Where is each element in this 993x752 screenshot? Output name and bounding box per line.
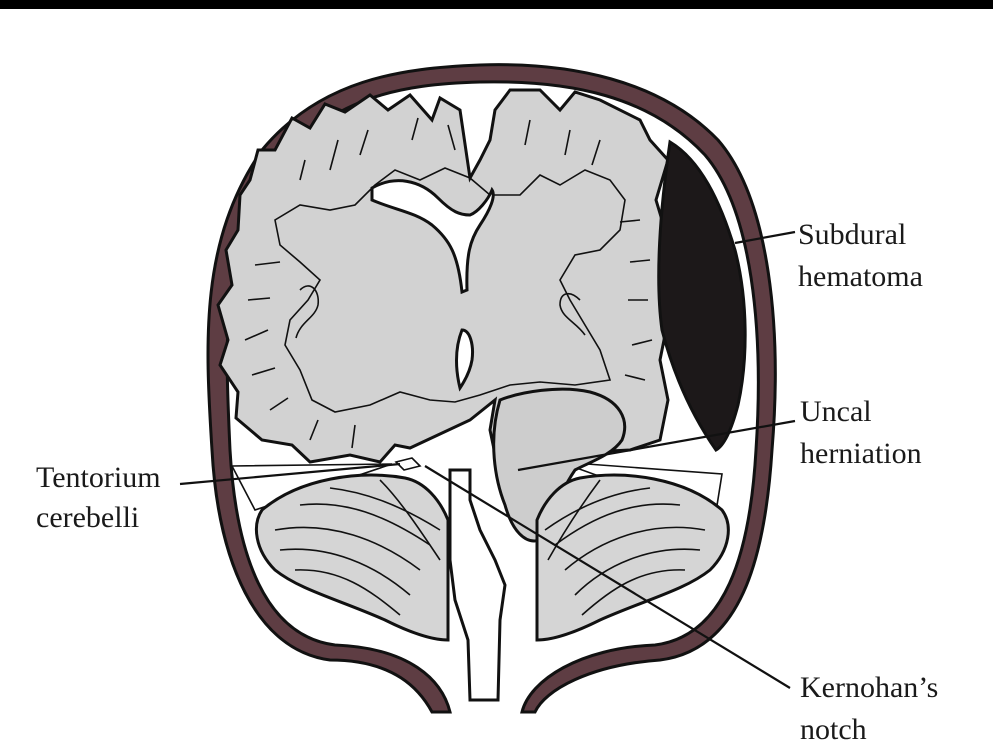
label-kernohan: Kernohan’s notch — [800, 671, 946, 746]
cerebellum-left — [256, 475, 448, 640]
label-uncal: Uncal herniation — [800, 395, 922, 470]
brainstem — [450, 470, 505, 700]
label-tentorium: Tentorium cerebelli — [36, 461, 168, 534]
label-subdural: Subdural hematoma — [798, 218, 923, 293]
